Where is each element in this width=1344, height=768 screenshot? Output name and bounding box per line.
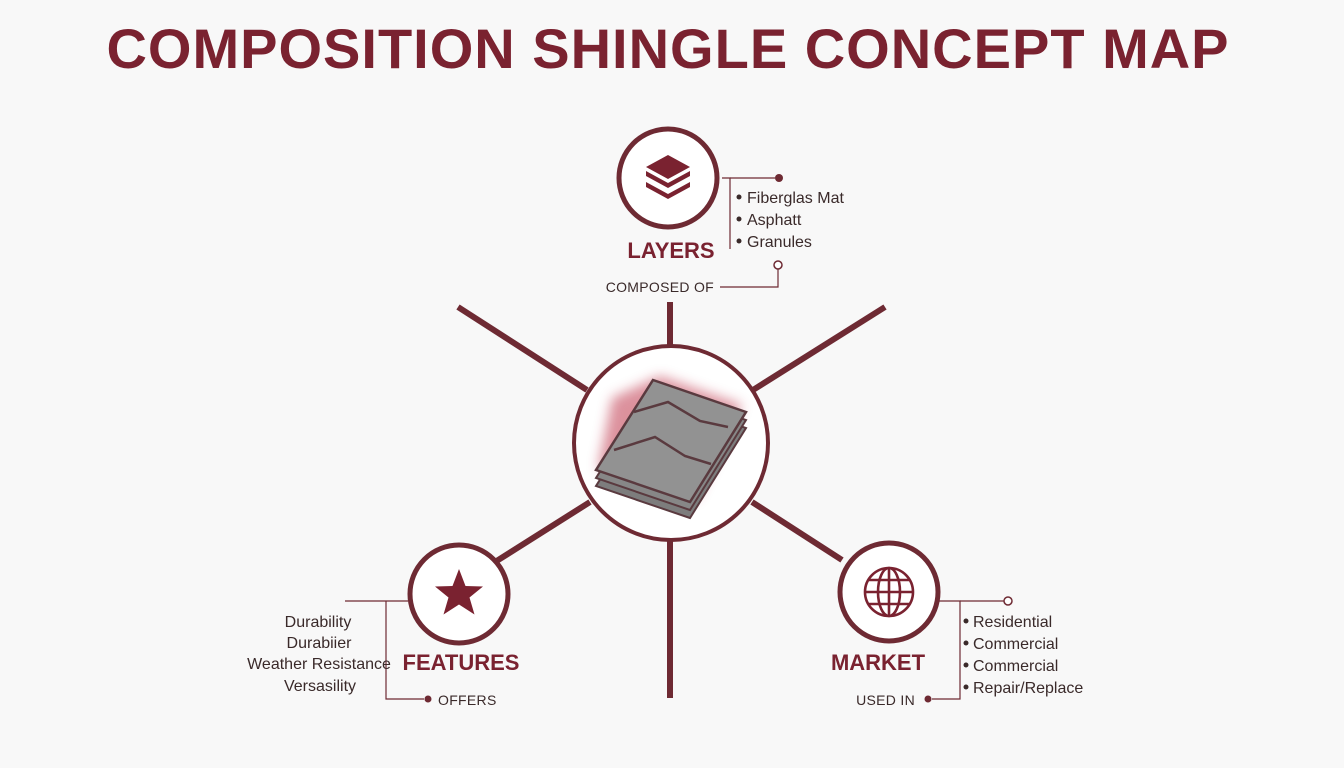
shingle-stack-icon (594, 376, 748, 520)
layers-connector-dot (775, 174, 783, 182)
layers-connector-ring (773, 260, 783, 270)
bullet (736, 216, 742, 222)
market-connector-ring (1003, 596, 1013, 606)
market-item: Commercial (973, 658, 1058, 675)
center-node (572, 344, 770, 542)
bullet (963, 618, 969, 624)
market-label: MARKET (831, 650, 926, 675)
market-item: Repair/Replace (973, 680, 1083, 697)
star-icon (435, 569, 483, 615)
market-item: Residential (973, 614, 1052, 631)
bullet (963, 662, 969, 668)
layers-bracket (720, 177, 779, 288)
layers-item: Asphatt (747, 212, 802, 229)
market-node: MARKET Residential Commercial Commercial… (831, 540, 1083, 708)
bullet (736, 238, 742, 244)
features-item: Weather Resistance (247, 656, 391, 673)
layers-node: LAYERS Fiberglas Mat Asphatt Granules CO… (606, 126, 844, 295)
layers-label: LAYERS (627, 238, 714, 263)
features-connector-dot (424, 695, 432, 703)
globe-icon (863, 566, 915, 618)
bullet (963, 684, 969, 690)
connector-market (750, 499, 844, 563)
features-item: Durability (285, 614, 352, 631)
layers-relation: COMPOSED OF (606, 279, 714, 295)
bullet (963, 640, 969, 646)
features-item: Versasility (284, 678, 356, 695)
market-item: Commercial (973, 636, 1058, 653)
connector-lines (456, 302, 887, 698)
market-connector-dot (924, 695, 932, 703)
connector-upper-left (456, 304, 589, 393)
connector-features (493, 499, 592, 565)
page-title: COMPOSITION SHINGLE CONCEPT MAP (106, 17, 1229, 80)
features-label: FEATURES (403, 650, 520, 675)
connector-upper-right (751, 304, 887, 393)
features-bracket (345, 600, 424, 700)
layers-item: Granules (747, 234, 812, 251)
features-node: FEATURES Durability Durabiier Weather Re… (247, 542, 520, 708)
bullet (736, 194, 742, 200)
layers-icon (646, 155, 690, 199)
market-relation: USED IN (856, 692, 915, 708)
features-item: Durabiier (287, 635, 353, 652)
layers-item: Fiberglas Mat (747, 190, 844, 207)
market-bracket (932, 600, 1004, 700)
features-relation: OFFERS (438, 692, 497, 708)
